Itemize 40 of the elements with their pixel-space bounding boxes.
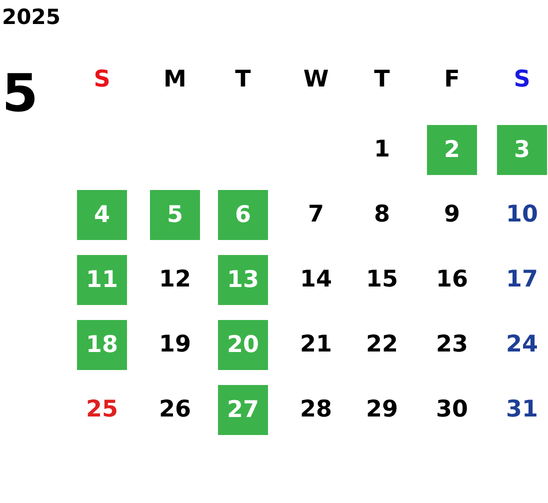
day-number: 14 <box>300 268 332 292</box>
day-number: 1 <box>374 138 390 162</box>
highlighted-day: 11 <box>77 255 127 305</box>
day-number: 30 <box>436 398 468 422</box>
day-number: 12 <box>159 268 191 292</box>
day-number: 29 <box>366 398 398 422</box>
highlighted-day: 6 <box>218 190 268 240</box>
day-number: 8 <box>374 204 390 226</box>
highlighted-day: 3 <box>497 125 547 175</box>
day-number: 26 <box>159 398 191 422</box>
day-number: 28 <box>300 398 332 422</box>
weekday-header: T <box>374 68 390 92</box>
day-number: 15 <box>366 268 398 292</box>
highlighted-day: 13 <box>218 255 268 305</box>
month-number: 5 <box>2 68 38 120</box>
weekday-header: M <box>164 68 186 92</box>
weekday-header: S <box>94 68 110 92</box>
day-number: 7 <box>308 204 324 226</box>
highlighted-day: 4 <box>77 190 127 240</box>
day-number: 23 <box>436 334 468 356</box>
highlighted-day: 27 <box>218 385 268 435</box>
highlighted-day: 2 <box>427 125 477 175</box>
day-number: 25 <box>86 398 118 422</box>
highlighted-day: 20 <box>218 320 268 370</box>
year-heading: 2025 <box>2 7 60 28</box>
highlighted-day: 5 <box>150 190 200 240</box>
day-number: 10 <box>506 204 538 226</box>
day-number: 9 <box>444 204 460 226</box>
weekday-header: F <box>444 68 460 92</box>
day-number: 31 <box>506 398 538 422</box>
day-number: 19 <box>159 334 191 356</box>
day-number: 16 <box>436 268 468 292</box>
day-number: 21 <box>300 334 332 356</box>
highlighted-day: 18 <box>77 320 127 370</box>
weekday-header: T <box>235 68 251 92</box>
day-number: 17 <box>506 268 538 292</box>
day-number: 22 <box>366 334 398 356</box>
weekday-header: W <box>303 68 329 92</box>
weekday-header: S <box>514 68 530 92</box>
day-number: 24 <box>506 334 538 356</box>
